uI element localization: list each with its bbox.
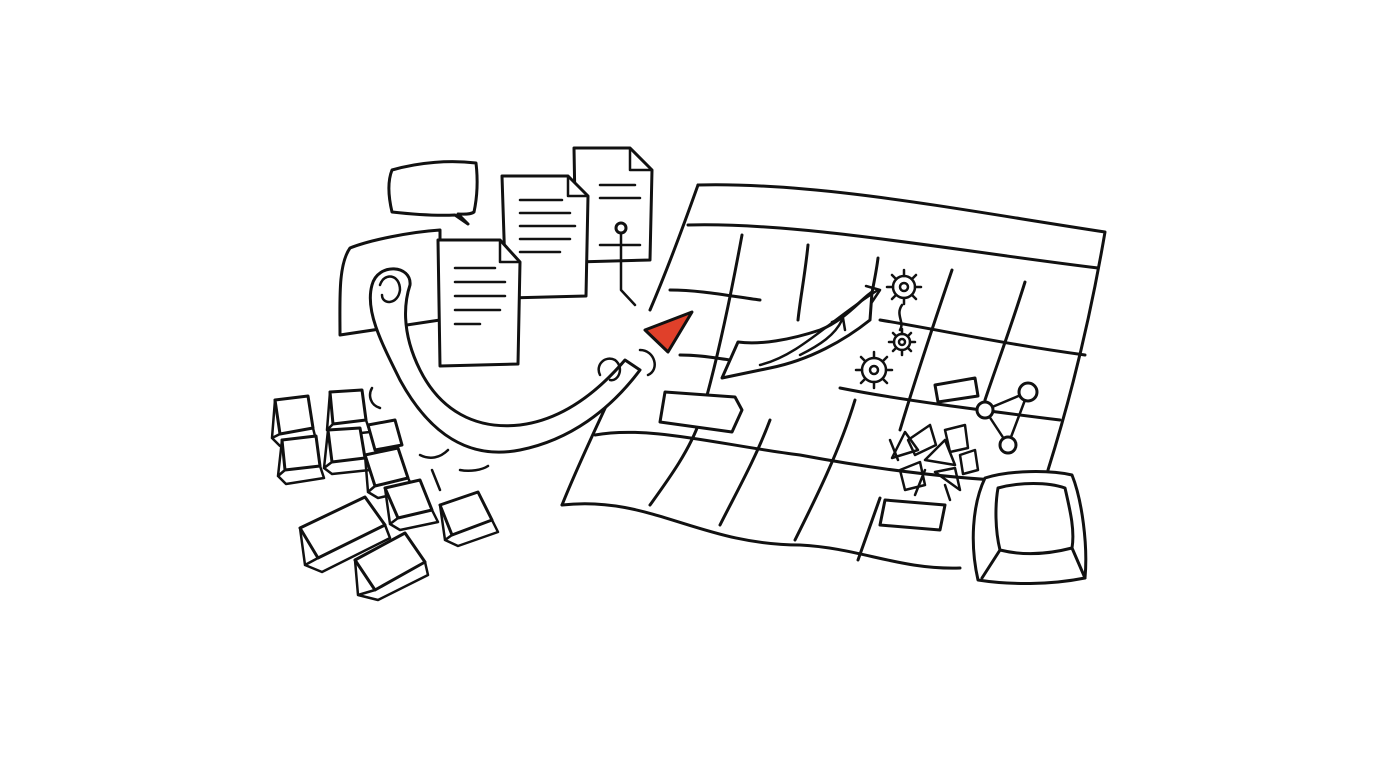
flow-arrow-upper [758,288,880,367]
flow-arrow-lower [798,318,844,357]
node-graph-edges [983,390,1030,447]
grid-sheet-border-bottom [560,502,962,570]
keycap-cluster [270,386,500,602]
grid-line-v4 [898,268,954,432]
grid-sheet [560,183,1107,570]
grid-sheet-border-top-right [696,183,1107,472]
gear-icon [887,327,917,357]
grid-line-h3 [678,353,1062,422]
gear-connector [898,303,904,332]
node-graph-icon [975,381,1039,455]
grid-sheet-border-left-upper [648,183,700,312]
node-graph-node [975,400,995,420]
large-keycap-icon [971,470,1088,586]
shard-pile [888,423,980,502]
flow-arrow-upper-head [864,284,882,304]
hook-end [597,348,656,382]
flow-arrow-lower-head [830,316,847,332]
red-arrow-icon [643,310,694,354]
hook-ribbon [368,267,656,454]
node-graph-node [1017,381,1039,403]
grid-line-h1 [686,223,1100,270]
grid-line-v6 [856,496,882,562]
grid-line-v2 [718,243,810,527]
hook-ribbon-body [368,267,642,454]
grid-line-v5 [983,280,1027,402]
node-graph-node [998,435,1018,455]
grid-line-h2 [668,288,1087,357]
grid-card-small [933,376,980,404]
document-icon [436,238,522,368]
grid-card-left [658,390,744,434]
speech-bubble-icon [387,160,479,226]
gear-cluster [854,268,923,390]
grid-card-bottom [878,498,947,532]
hook-ribbon-curl [378,275,402,304]
grid-card-swoosh [720,290,874,380]
gear-icon [854,350,894,390]
document-stack-icon [338,146,654,368]
grid-line-h4 [593,430,1042,484]
gear-icon [885,268,923,306]
